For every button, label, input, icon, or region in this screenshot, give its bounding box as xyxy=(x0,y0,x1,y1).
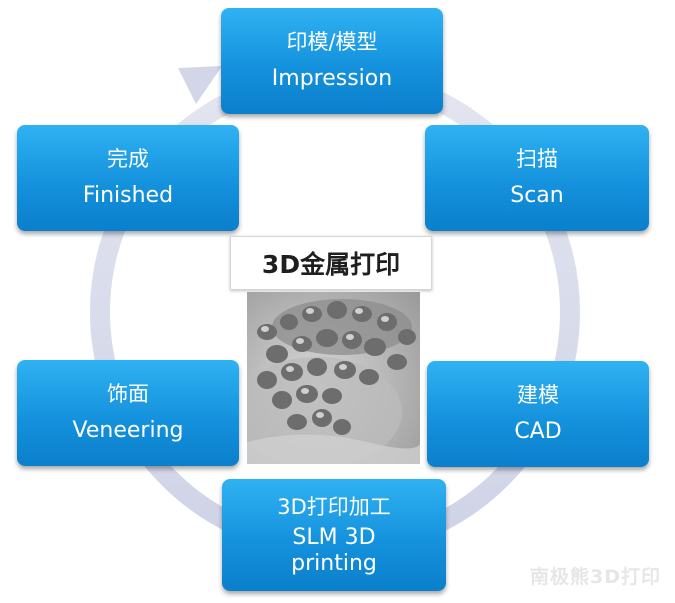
step-finished-en: Finished xyxy=(82,183,174,208)
step-impression: 印模/模型 Impression xyxy=(221,8,443,114)
center-title: 3D金属打印 xyxy=(230,236,432,290)
step-scan-zh: 扫描 xyxy=(516,147,558,171)
step-cad-zh: 建模 xyxy=(517,383,559,407)
step-printing-zh: 3D打印加工 xyxy=(277,495,391,519)
step-printing-en-line1: SLM 3D xyxy=(292,525,376,550)
step-cad-en: CAD xyxy=(514,419,562,444)
metal-print-photo xyxy=(247,292,420,464)
watermark: 南极熊3D打印 xyxy=(530,566,661,588)
step-scan-en: Scan xyxy=(510,183,564,208)
step-cad: 建模 CAD xyxy=(427,361,649,467)
step-veneering-en: Veneering xyxy=(72,418,184,443)
step-printing-en-line2: printing xyxy=(291,551,377,576)
metal-print-image xyxy=(247,292,420,464)
step-veneering-zh: 饰面 xyxy=(107,382,149,406)
step-finished-zh: 完成 xyxy=(107,147,149,171)
step-veneering: 饰面 Veneering xyxy=(17,360,239,466)
step-impression-en: Impression xyxy=(271,66,393,91)
step-finished: 完成 Finished xyxy=(17,125,239,231)
step-scan: 扫描 Scan xyxy=(425,125,649,231)
step-printing: 3D打印加工 SLM 3D printing xyxy=(222,479,446,591)
cycle-arrow-head-icon xyxy=(178,66,222,104)
step-impression-zh: 印模/模型 xyxy=(286,30,378,54)
